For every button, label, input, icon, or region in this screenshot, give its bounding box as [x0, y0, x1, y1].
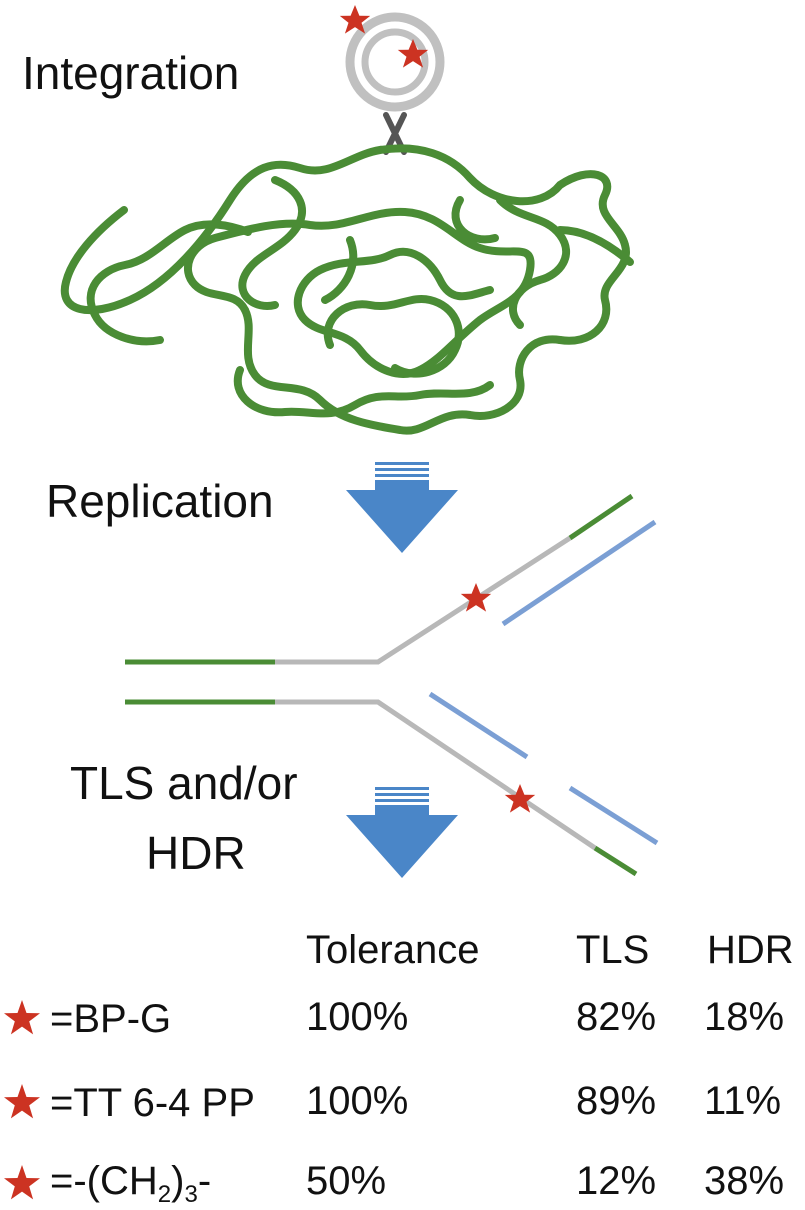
table-cell-tolerance: 100%	[306, 1079, 409, 1123]
header-tls: TLS	[576, 928, 650, 972]
tls-hdr-label-line1: TLS and/or	[70, 757, 298, 809]
table-cell-tolerance: 50%	[306, 1159, 387, 1203]
table-cell-hdr: 38%	[704, 1159, 785, 1203]
lesion-formula: =-(CH2)3-	[50, 1159, 212, 1208]
down-arrow-icon	[346, 787, 458, 878]
lesion-star-icon	[4, 1000, 40, 1035]
integration-label: Integration	[22, 47, 240, 99]
table-cell-tls: 82%	[576, 995, 657, 1039]
table-cell-tls: 89%	[576, 1079, 657, 1123]
lesion-star-icon	[397, 39, 429, 68]
table-cell-tolerance: 100%	[306, 995, 409, 1039]
lesion-star-icon	[339, 5, 371, 34]
down-arrow-icon	[346, 462, 458, 553]
table-cell-hdr: 11%	[704, 1079, 782, 1123]
lesion-star-icon	[4, 1165, 40, 1200]
table-cell-hdr: 18%	[704, 995, 785, 1039]
plasmid-icon	[345, 12, 445, 112]
lesion-label: =-(CH2)3-	[0, 1161, 211, 1207]
tls-hdr-label-line2: HDR	[146, 827, 246, 879]
lesion-label: =TT 6-4 PP	[0, 1081, 255, 1125]
header-tolerance: Tolerance	[306, 928, 480, 972]
genome-chromatin-icon	[60, 144, 634, 435]
lesion-star-icon	[4, 1084, 40, 1119]
lesion-label: =BP-G	[0, 997, 171, 1041]
table-cell-tls: 12%	[576, 1159, 657, 1203]
lesion-star-icon	[504, 784, 536, 813]
replication-label: Replication	[46, 475, 274, 527]
header-hdr: HDR	[707, 928, 794, 972]
lesion-star-icon	[460, 583, 492, 612]
